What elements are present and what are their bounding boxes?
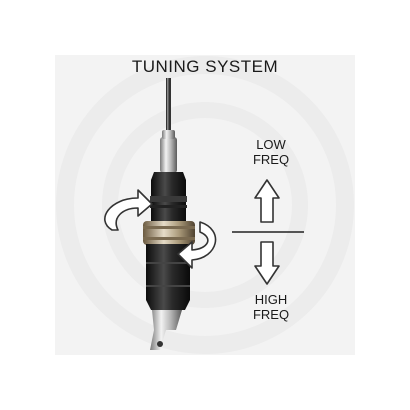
mount-bracket (150, 310, 182, 350)
upper-body (150, 172, 187, 222)
rotate-arrow-up-icon (104, 189, 153, 231)
low-freq-label: LOW FREQ (240, 137, 302, 167)
chrome-cap (160, 130, 177, 173)
antenna-whip (166, 78, 171, 138)
arrow-down-icon (254, 241, 280, 285)
low-freq-line1: LOW (256, 137, 286, 152)
lower-body (146, 244, 190, 310)
arrow-up-icon (254, 179, 280, 223)
rotate-arrow-down-icon (177, 221, 217, 269)
high-freq-line2: FREQ (252, 307, 290, 322)
diagram-panel (55, 55, 355, 355)
low-freq-line2: FREQ (252, 152, 290, 167)
high-freq-line1: HIGH (254, 292, 288, 307)
diagram-title: TUNING SYSTEM (131, 57, 279, 76)
watermark-rings (56, 56, 354, 354)
high-freq-label: HIGH FREQ (240, 292, 302, 322)
tuning-collar (143, 221, 195, 245)
